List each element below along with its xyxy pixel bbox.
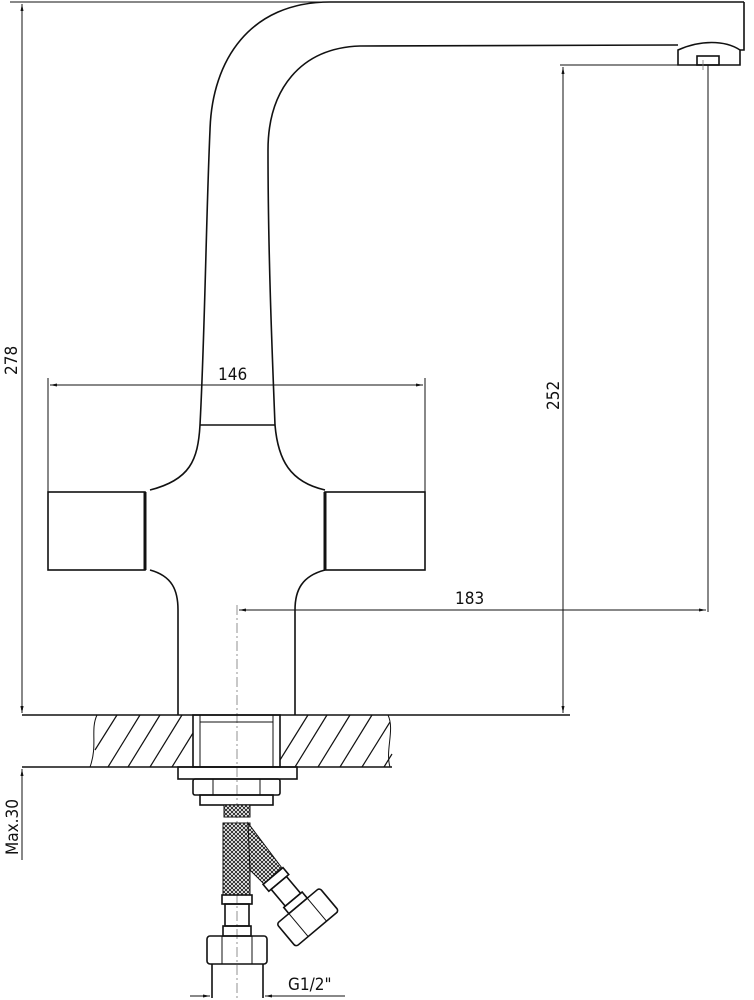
dimension-spout-reach: 183 [239,65,709,612]
spout-nozzle [677,41,741,66]
dimension-252-label: 252 [544,381,564,410]
fixing-nut [192,778,281,796]
dimension-spout-height: 252 [544,64,700,713]
fixing-assembly [177,766,339,998]
mounting-shank [192,714,281,768]
right-handle [324,491,426,571]
faucet-body [47,1,745,715]
aerator [696,55,720,66]
dimension-183-label: 183 [455,589,484,609]
hose-nut-1 [206,935,268,965]
dimension-handle-span: 146 [47,365,426,492]
dimension-total-height: 278 [2,1,330,713]
hose-nut-2 [277,888,339,947]
dimension-max30-label: Max.30 [3,799,23,855]
dimension-thread-label: G1/2" [288,975,332,995]
countertop-section [22,714,570,768]
dimension-146-label: 146 [218,365,247,385]
left-handle [47,491,146,571]
dimension-counter-thickness: Max.30 [3,690,24,860]
hose-1 [222,822,251,896]
dimension-278-label: 278 [2,346,22,375]
washer [177,766,298,780]
hose-2 [247,821,283,885]
dimension-thread: G1/2" [190,975,345,998]
